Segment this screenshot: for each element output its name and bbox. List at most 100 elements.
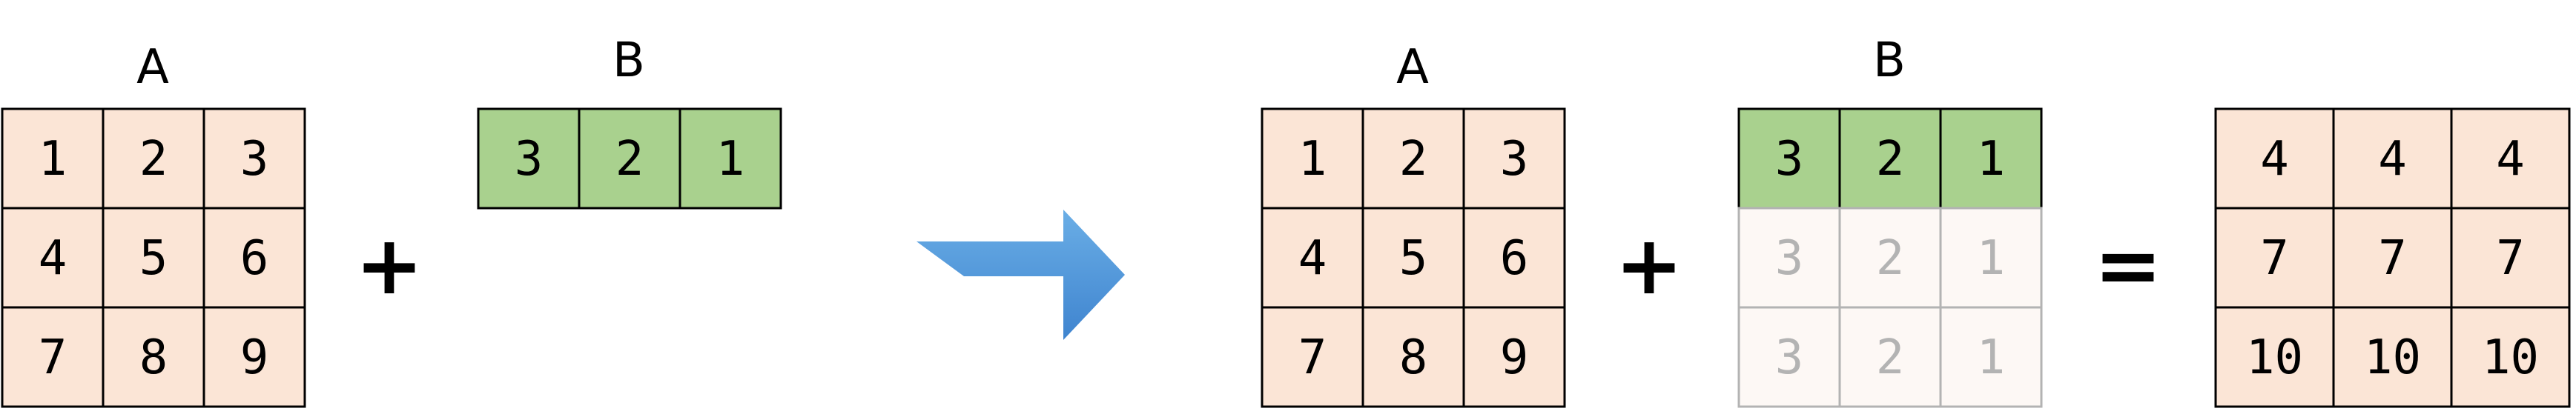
label-b-left: B [612, 33, 645, 88]
vector-b-left-cell: 1 [678, 107, 782, 210]
label-b-right: B [1873, 33, 1906, 88]
result-cell-box [2450, 306, 2571, 408]
matrix-a-left-cell-value: 6 [240, 231, 269, 286]
matrix-a-left-cell: 2 [102, 107, 205, 210]
matrix-a-right-cell-box [1261, 306, 1364, 408]
matrix-a-left-cell-box [102, 107, 205, 210]
matrix-a-left: 1 2 3 4 5 6 7 8 9 [1, 107, 306, 408]
vector-b-left-cell-value: 2 [615, 132, 644, 187]
vector-b-right-cell-box [1939, 107, 2043, 210]
vector-b-left-cell-value: 1 [716, 132, 745, 187]
result-cell-value: 4 [2378, 132, 2407, 187]
label-a-left: A [136, 40, 169, 95]
matrix-a-left-cell: 5 [102, 207, 205, 309]
matrix-a-left-cell: 6 [202, 207, 306, 309]
broadcast-ghost-cell-value: 2 [1876, 330, 1905, 385]
vector-b-right-cell-value: 1 [1977, 132, 2006, 187]
vector-b-right-cell: 3 [1737, 107, 1841, 210]
vector-b-right-cell-box [1838, 107, 1942, 210]
matrix-a-right-cell-box [1361, 207, 1465, 309]
right-arrow-icon [917, 210, 1125, 340]
result-cell: 4 [2214, 107, 2335, 210]
broadcast-ghost-cell-box [1939, 207, 2043, 309]
result-cell: 10 [2332, 306, 2453, 408]
matrix-a-right-cell: 4 [1261, 207, 1364, 309]
matrix-a-right-cell-value: 8 [1399, 330, 1428, 385]
matrix-a-right-cell: 9 [1462, 306, 1566, 408]
matrix-a-right-cell-value: 4 [1298, 231, 1327, 286]
matrix-a-left-cell-value: 4 [39, 231, 67, 286]
vector-b-right-cell-value: 3 [1775, 132, 1804, 187]
matrix-a-right-cell-value: 5 [1399, 231, 1428, 286]
result-cell: 4 [2450, 107, 2571, 210]
vector-b-left-cell-value: 3 [515, 132, 544, 187]
matrix-a-left-cell-value: 1 [39, 132, 67, 187]
broadcast-ghost-cell: 2 [1838, 207, 1942, 309]
matrix-a-right-cell: 2 [1361, 107, 1465, 210]
matrix-a-left-cell: 9 [202, 306, 306, 408]
matrix-a-left-cell-box [1, 306, 105, 408]
result-cell: 4 [2332, 107, 2453, 210]
matrix-a-left-cell-box [1, 107, 105, 210]
matrix-a-right-cell-value: 9 [1500, 330, 1529, 385]
matrix-a-left-cell: 7 [1, 306, 105, 408]
result-cell-box [2450, 207, 2571, 309]
matrix-a-left-cell-value: 3 [240, 132, 269, 187]
vector-b-right-cell: 2 [1838, 107, 1942, 210]
matrix-a-right-cell: 5 [1361, 207, 1465, 309]
broadcast-ghost-cell-box [1939, 306, 2043, 408]
matrix-a-left-cell-value: 5 [139, 231, 168, 286]
vector-b-left-cell: 3 [477, 107, 581, 210]
matrix-a-right-cell-box [1261, 207, 1364, 309]
matrix-a-right-cell-value: 2 [1399, 132, 1428, 187]
matrix-a-right-cell: 1 [1261, 107, 1364, 210]
matrix-a-right-cell-box [1462, 207, 1566, 309]
result-cell-box [2214, 306, 2335, 408]
broadcast-ghost-cell: 1 [1939, 306, 2043, 408]
matrix-a-left-cell-box [202, 207, 306, 309]
matrix-a-right-cell-value: 1 [1298, 132, 1327, 187]
result-cell-value: 7 [2378, 231, 2407, 286]
broadcast-ghost-cell: 2 [1838, 306, 1942, 408]
matrix-a-right-cell-box [1361, 306, 1465, 408]
broadcast-ghost-cell: 3 [1737, 306, 1841, 408]
matrix-a-right-cell: 3 [1462, 107, 1566, 210]
result-cell-value: 10 [2246, 330, 2303, 385]
broadcast-ghost-cell: 3 [1737, 207, 1841, 309]
matrix-a-left-cell-value: 2 [139, 132, 168, 187]
vector-b-left: 3 2 1 [477, 107, 782, 210]
result-cell-value: 4 [2496, 132, 2525, 187]
broadcast-ghost-cell-value: 1 [1977, 330, 2006, 385]
matrix-a-left-cell-value: 7 [39, 330, 67, 385]
plus-operator-right: + [1615, 218, 1683, 313]
matrix-a-right-cell: 7 [1261, 306, 1364, 408]
matrix-a-left-cell-box [202, 306, 306, 408]
result-cell: 10 [2450, 306, 2571, 408]
broadcast-ghost-cell-value: 1 [1977, 231, 2006, 286]
label-a-right: A [1396, 40, 1429, 95]
result-cell-value: 10 [2482, 330, 2539, 385]
result-cell: 7 [2214, 207, 2335, 309]
broadcast-ghost-cell-box [1737, 306, 1841, 408]
matrix-a-left-cell-box [102, 306, 205, 408]
vector-b-left-cell-box [678, 107, 782, 210]
result-cell-box [2332, 306, 2453, 408]
matrix-a-right-cell-value: 6 [1500, 231, 1529, 286]
matrix-a-left-cell-value: 9 [240, 330, 269, 385]
matrix-a-right-cell-value: 3 [1500, 132, 1529, 187]
vector-b-right-cell-box [1737, 107, 1841, 210]
matrix-a-left-cell: 1 [1, 107, 105, 210]
matrix-a-right-cell-box [1462, 306, 1566, 408]
result-cell: 10 [2214, 306, 2335, 408]
vector-b-left-cell-box [477, 107, 581, 210]
matrix-a-right-cell: 6 [1462, 207, 1566, 309]
broadcast-ghost-cell-value: 3 [1775, 330, 1804, 385]
matrix-a-left-cell-value: 8 [139, 330, 168, 385]
broadcast-ghost-cell-value: 2 [1876, 231, 1905, 286]
